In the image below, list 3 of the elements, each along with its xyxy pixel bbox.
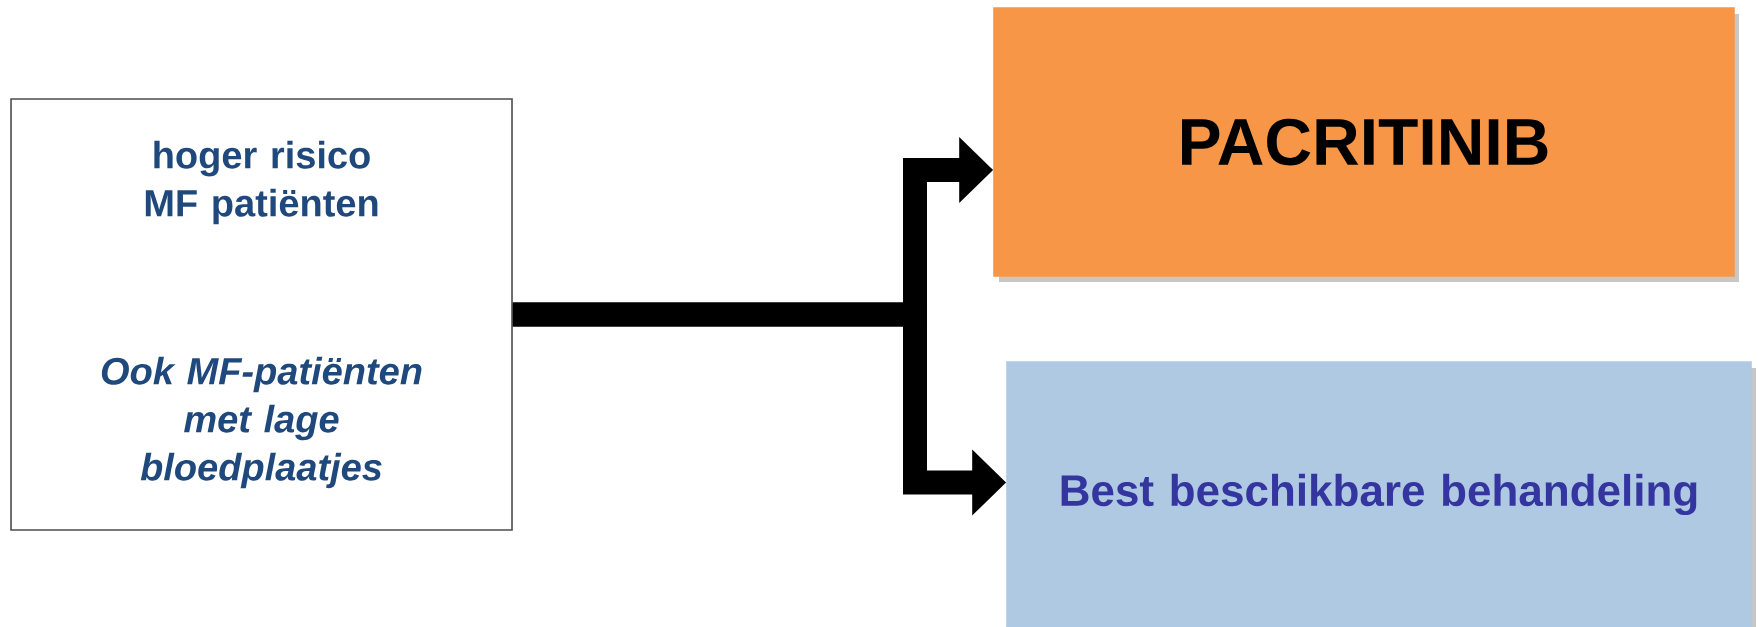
treatment-box: Best beschikbare behandeling <box>1006 361 1756 627</box>
treatment-box: PACRITINIB <box>993 7 1739 282</box>
patient-box: hoger risico MF patiënten Ook MF-patiënten met lage bloedplaatjes <box>10 98 513 531</box>
